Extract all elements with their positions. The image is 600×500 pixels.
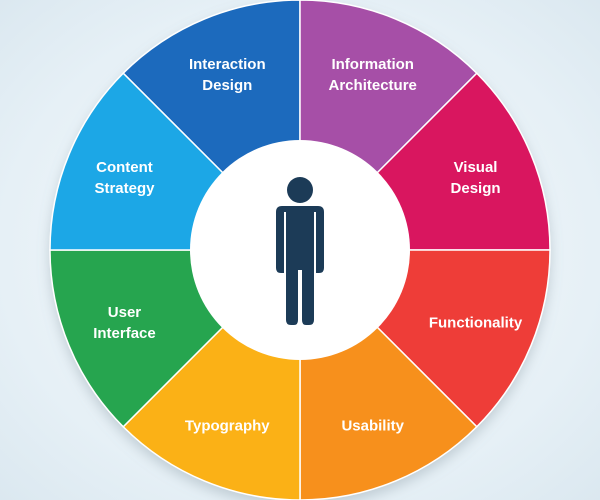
segment-label-line: User (108, 304, 142, 321)
segment-label-line: Interaction (189, 56, 266, 73)
segment-label-line: Architecture (329, 77, 417, 94)
segment-label-line: Design (202, 77, 252, 94)
segment-label-line: Usability (341, 418, 404, 435)
person-icon (276, 177, 324, 325)
segment-label-line: Functionality (429, 315, 523, 332)
segment-label-6: Typography (185, 418, 270, 435)
segment-label-line: Interface (93, 325, 156, 342)
person-head (287, 177, 313, 203)
person-body (276, 206, 324, 325)
segment-label-line: Strategy (94, 180, 155, 197)
segment-label-line: Information (331, 56, 414, 73)
segment-label-line: Content (96, 159, 153, 176)
segment-label-line: Visual (454, 159, 498, 176)
segment-label-4: Functionality (429, 315, 523, 332)
segment-label-5: Usability (341, 418, 404, 435)
segment-label-line: Design (451, 180, 501, 197)
segment-label-line: Typography (185, 418, 270, 435)
